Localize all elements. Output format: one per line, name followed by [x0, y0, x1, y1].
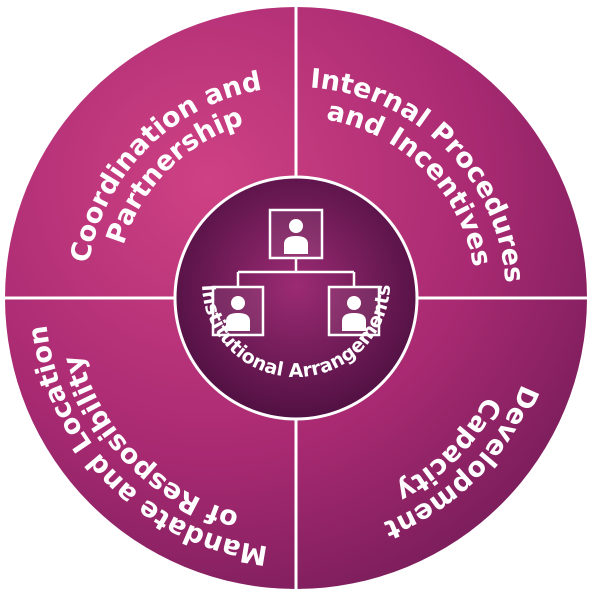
person-icon — [268, 208, 324, 260]
person-icon — [327, 285, 381, 337]
org-chart-icon — [211, 208, 381, 337]
center-circle — [173, 175, 419, 421]
person-icon — [211, 285, 265, 337]
